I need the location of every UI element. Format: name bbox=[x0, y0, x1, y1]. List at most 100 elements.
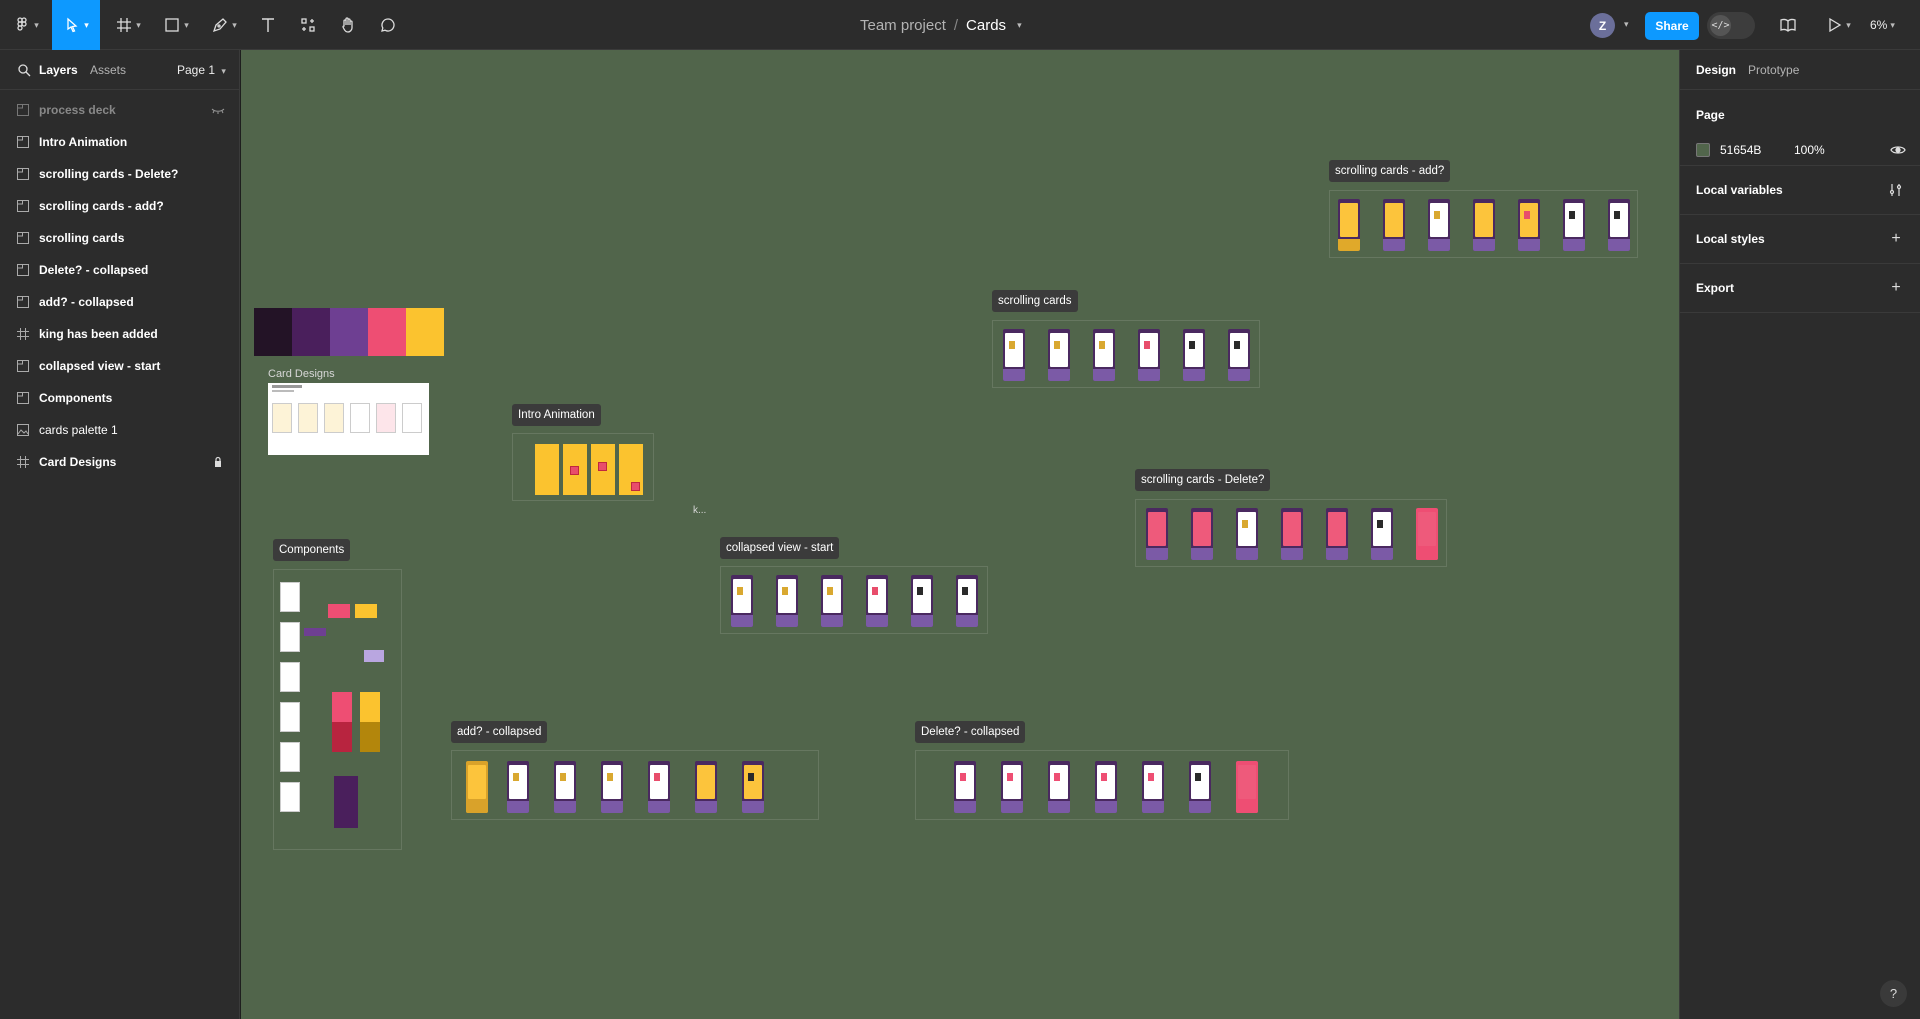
help-button[interactable]: ? bbox=[1880, 980, 1907, 1007]
frame-icon bbox=[17, 328, 29, 340]
hidden-eye-icon[interactable] bbox=[211, 104, 225, 116]
card-pip bbox=[962, 587, 968, 595]
card-face bbox=[1144, 765, 1162, 799]
move-tool-button[interactable]: ▾ bbox=[52, 0, 100, 50]
frame-scrolling-add[interactable] bbox=[1329, 190, 1638, 258]
mini-card bbox=[1563, 199, 1585, 251]
frame-label-delete-collapsed[interactable]: Delete? - collapsed bbox=[915, 721, 1026, 743]
layer-item[interactable]: scrolling cards - add? bbox=[0, 190, 239, 222]
file-name[interactable]: Cards bbox=[966, 16, 1007, 34]
project-name[interactable]: Team project bbox=[860, 16, 946, 34]
card-pip bbox=[960, 773, 966, 781]
plus-icon[interactable]: + bbox=[1891, 230, 1901, 247]
shape-tool-button[interactable]: ▾ bbox=[158, 0, 194, 50]
mini-card bbox=[1189, 761, 1211, 813]
layer-item[interactable]: Intro Animation bbox=[0, 126, 239, 158]
card-pip bbox=[1054, 773, 1060, 781]
layer-item[interactable]: scrolling cards - Delete? bbox=[0, 158, 239, 190]
frame-label-delete[interactable]: scrolling cards - Delete? bbox=[1135, 469, 1271, 491]
library-button[interactable] bbox=[1772, 0, 1804, 50]
tab-design[interactable]: Design bbox=[1696, 63, 1737, 77]
card-pip bbox=[1148, 773, 1154, 781]
share-button[interactable]: Share bbox=[1645, 12, 1699, 40]
export-section[interactable]: Export + bbox=[1680, 264, 1920, 313]
frame-label-add-collapsed[interactable]: add? - collapsed bbox=[451, 721, 548, 743]
hand-tool-button[interactable] bbox=[332, 0, 364, 50]
zoom-control[interactable]: 6%▾ bbox=[1870, 18, 1895, 32]
section-icon bbox=[17, 200, 29, 212]
frame-collapsed-start[interactable] bbox=[720, 566, 988, 634]
resources-tool-button[interactable] bbox=[292, 0, 324, 50]
chevron-down-icon[interactable]: ▾ bbox=[1017, 19, 1022, 30]
lock-icon[interactable] bbox=[211, 456, 225, 468]
main-menu-button[interactable]: ▾ bbox=[8, 0, 44, 50]
card-designs-label[interactable]: Card Designs bbox=[268, 368, 335, 380]
eye-icon[interactable] bbox=[1890, 142, 1906, 158]
mini-card bbox=[1095, 761, 1117, 813]
layer-name: process deck bbox=[39, 103, 116, 117]
frame-label-collapsed-start[interactable]: collapsed view - start bbox=[720, 537, 840, 559]
layer-item[interactable]: king has been added bbox=[0, 318, 239, 350]
tab-prototype[interactable]: Prototype bbox=[1748, 63, 1800, 77]
layer-item[interactable]: Components bbox=[0, 382, 239, 414]
palette-swatch bbox=[254, 308, 292, 356]
local-styles-section[interactable]: Local styles + bbox=[1680, 215, 1920, 264]
frame-add-collapsed[interactable] bbox=[451, 750, 819, 820]
tab-layers[interactable]: Layers bbox=[39, 63, 78, 77]
frame-label-scrolling[interactable]: scrolling cards bbox=[992, 290, 1078, 312]
layer-item[interactable]: cards palette 1 bbox=[0, 414, 239, 446]
avatar[interactable]: Z bbox=[1590, 13, 1615, 38]
layer-item[interactable]: scrolling cards bbox=[0, 222, 239, 254]
frame-delete-collapsed[interactable] bbox=[915, 750, 1289, 820]
layer-item[interactable]: process deck bbox=[0, 94, 239, 126]
mini-card bbox=[695, 761, 717, 813]
frame-components[interactable] bbox=[273, 569, 402, 850]
page-opacity[interactable]: 100% bbox=[1794, 143, 1825, 157]
card-designs-frame[interactable] bbox=[268, 383, 429, 455]
pen-tool-button[interactable]: ▾ bbox=[206, 0, 242, 50]
layer-name: king has been added bbox=[39, 327, 158, 341]
local-variables-section[interactable]: Local variables bbox=[1680, 166, 1920, 215]
card-face bbox=[956, 765, 974, 799]
frame-tool-button[interactable]: ▾ bbox=[110, 0, 146, 50]
card-face bbox=[1191, 765, 1209, 799]
frame-scrolling-delete[interactable] bbox=[1135, 499, 1447, 567]
text-tool-button[interactable] bbox=[252, 0, 284, 50]
layer-item[interactable]: Card Designs bbox=[0, 446, 239, 478]
card-strip bbox=[1003, 369, 1025, 381]
layer-item[interactable]: Delete? - collapsed bbox=[0, 254, 239, 286]
frame-label-intro[interactable]: Intro Animation bbox=[512, 404, 601, 426]
mini-card bbox=[1138, 329, 1160, 381]
frame-intro-animation[interactable] bbox=[512, 433, 654, 501]
layer-item[interactable]: collapsed view - start bbox=[0, 350, 239, 382]
mini-card bbox=[742, 761, 764, 813]
dev-mode-toggle[interactable]: </> bbox=[1707, 12, 1755, 39]
page-color-hex[interactable]: 51654B bbox=[1720, 143, 1762, 157]
page-color-swatch[interactable] bbox=[1696, 143, 1710, 157]
chevron-down-icon[interactable]: ▾ bbox=[1624, 19, 1629, 29]
cards-palette-image[interactable] bbox=[254, 308, 444, 356]
search-icon[interactable] bbox=[17, 63, 31, 77]
comment-tool-button[interactable] bbox=[372, 0, 404, 50]
card-pip bbox=[1234, 341, 1240, 349]
frame-label-add[interactable]: scrolling cards - add? bbox=[1329, 160, 1451, 182]
card-strip bbox=[601, 801, 623, 813]
card-strip bbox=[956, 615, 978, 627]
plus-icon[interactable]: + bbox=[1891, 279, 1901, 296]
mini-card bbox=[1001, 761, 1023, 813]
mini-card bbox=[1416, 508, 1438, 560]
layer-item[interactable]: add? - collapsed bbox=[0, 286, 239, 318]
frame-scrolling[interactable] bbox=[992, 320, 1260, 388]
card-pip bbox=[1614, 211, 1620, 219]
frame-label-components[interactable]: Components bbox=[273, 539, 351, 561]
tab-assets[interactable]: Assets bbox=[90, 63, 127, 77]
page-selector[interactable]: Page 1 ▾ bbox=[177, 63, 226, 77]
card-face bbox=[1095, 333, 1113, 367]
design-canvas[interactable]: Card Designs scrolling cards - add? scro… bbox=[241, 50, 1679, 1019]
code-icon: </> bbox=[1710, 15, 1731, 36]
local-styles-title: Local styles bbox=[1696, 232, 1765, 246]
sliders-icon[interactable] bbox=[1888, 182, 1904, 198]
mini-card bbox=[954, 761, 976, 813]
present-button[interactable]: ▾ bbox=[1818, 0, 1858, 50]
stray-text[interactable]: k... bbox=[693, 505, 707, 516]
